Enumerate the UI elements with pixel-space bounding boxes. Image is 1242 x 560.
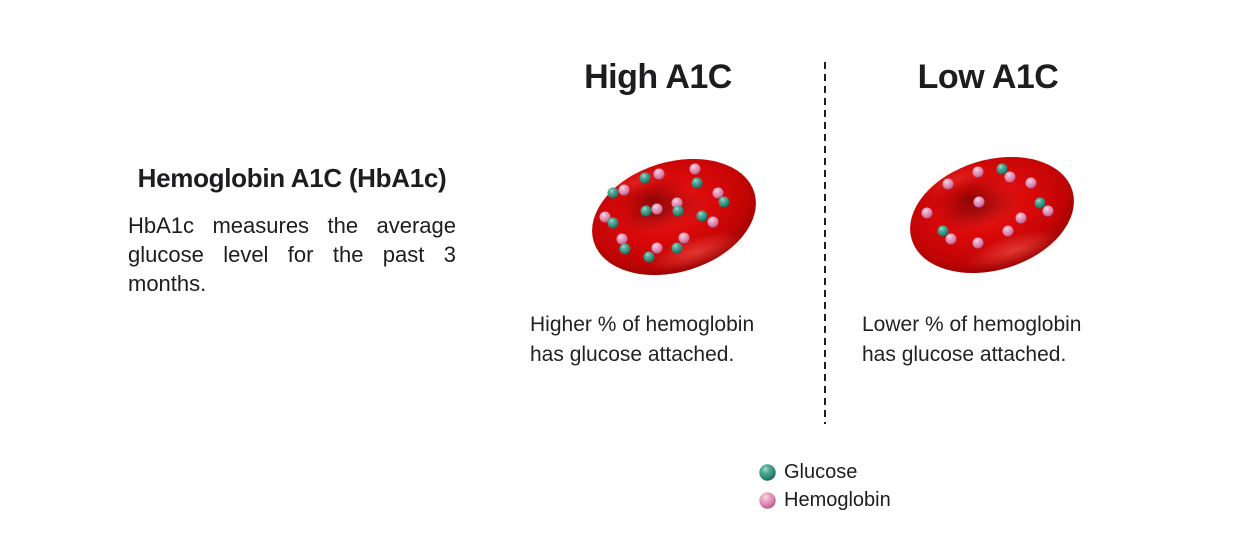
glucose-dot <box>937 225 949 237</box>
glucose-dot <box>696 210 708 222</box>
hemoglobin-dot <box>921 207 933 219</box>
legend-item-hemoglobin: Hemoglobin <box>758 486 891 514</box>
glucose-dot <box>691 177 703 189</box>
glucose-dot <box>640 205 652 217</box>
hemoglobin-dot <box>1025 177 1037 189</box>
low-a1c-heading: Low A1C <box>917 58 1059 96</box>
high-caption-line-2: has glucose attached. <box>530 343 735 366</box>
hemoglobin-dot <box>599 211 611 223</box>
dot-layer-high <box>599 163 730 263</box>
glucose-sphere-icon <box>759 463 776 481</box>
low-a1c-caption: Lower % of hemoglobin has glucose attach… <box>862 310 1081 370</box>
rbc-body-high <box>592 158 756 276</box>
hemoglobin-dot <box>616 233 628 245</box>
glucose-dot <box>672 205 684 217</box>
hemoglobin-dot <box>618 184 630 196</box>
glucose-dot <box>718 196 730 208</box>
hemoglobin-dot <box>1002 225 1014 237</box>
hemoglobin-sphere-icon <box>759 491 776 509</box>
high-a1c-caption: Higher % of hemoglobin has glucose attac… <box>530 310 754 370</box>
red-blood-cell-high <box>592 158 756 276</box>
glucose-dot <box>639 172 651 184</box>
legend-label-hemoglobin: Hemoglobin <box>784 488 891 511</box>
low-caption-line-1: Lower % of hemoglobin <box>862 313 1082 336</box>
intro-description: HbA1c measures the average glucose level… <box>128 213 456 296</box>
low-caption-line-2: has glucose attached. <box>862 343 1067 366</box>
hemoglobin-dot <box>973 196 985 208</box>
glucose-dot <box>607 187 619 199</box>
intro-title: Hemoglobin A1C (HbA1c) <box>137 163 447 193</box>
intro-section: Hemoglobin A1C (HbA1c) HbA1c measures th… <box>128 163 456 298</box>
legend-label-glucose: Glucose <box>784 460 858 483</box>
hemoglobin-dot <box>1042 205 1054 217</box>
dot-layer-low <box>921 163 1054 249</box>
hemoglobin-dot <box>653 168 665 180</box>
hemoglobin-dot <box>689 163 701 175</box>
hemoglobin-dot <box>671 197 683 209</box>
hemoglobin-dot <box>945 233 957 245</box>
hemoglobin-dot <box>1015 212 1027 224</box>
hemoglobin-dot <box>651 242 663 254</box>
hemoglobin-dot <box>678 232 690 244</box>
glucose-dot <box>619 243 631 255</box>
glucose-dot <box>607 217 619 229</box>
hemoglobin-dot <box>712 187 724 199</box>
glucose-dot <box>671 242 683 254</box>
glucose-dot <box>1034 197 1046 209</box>
glucose-dot <box>996 163 1008 175</box>
hemoglobin-dot <box>942 178 954 190</box>
red-blood-cell-low <box>910 156 1074 274</box>
hemoglobin-dot <box>1004 171 1016 183</box>
legend: Glucose Hemoglobin <box>758 458 891 514</box>
hemoglobin-dot <box>972 237 984 249</box>
hemoglobin-dot <box>972 166 984 178</box>
hemoglobin-dot <box>707 216 719 228</box>
panel-divider-dashed-line <box>824 62 826 424</box>
high-a1c-heading: High A1C <box>584 58 732 96</box>
hemoglobin-dot <box>651 203 663 215</box>
glucose-dot <box>643 251 655 263</box>
high-caption-line-1: Higher % of hemoglobin <box>530 313 755 336</box>
legend-item-glucose: Glucose <box>758 458 891 486</box>
